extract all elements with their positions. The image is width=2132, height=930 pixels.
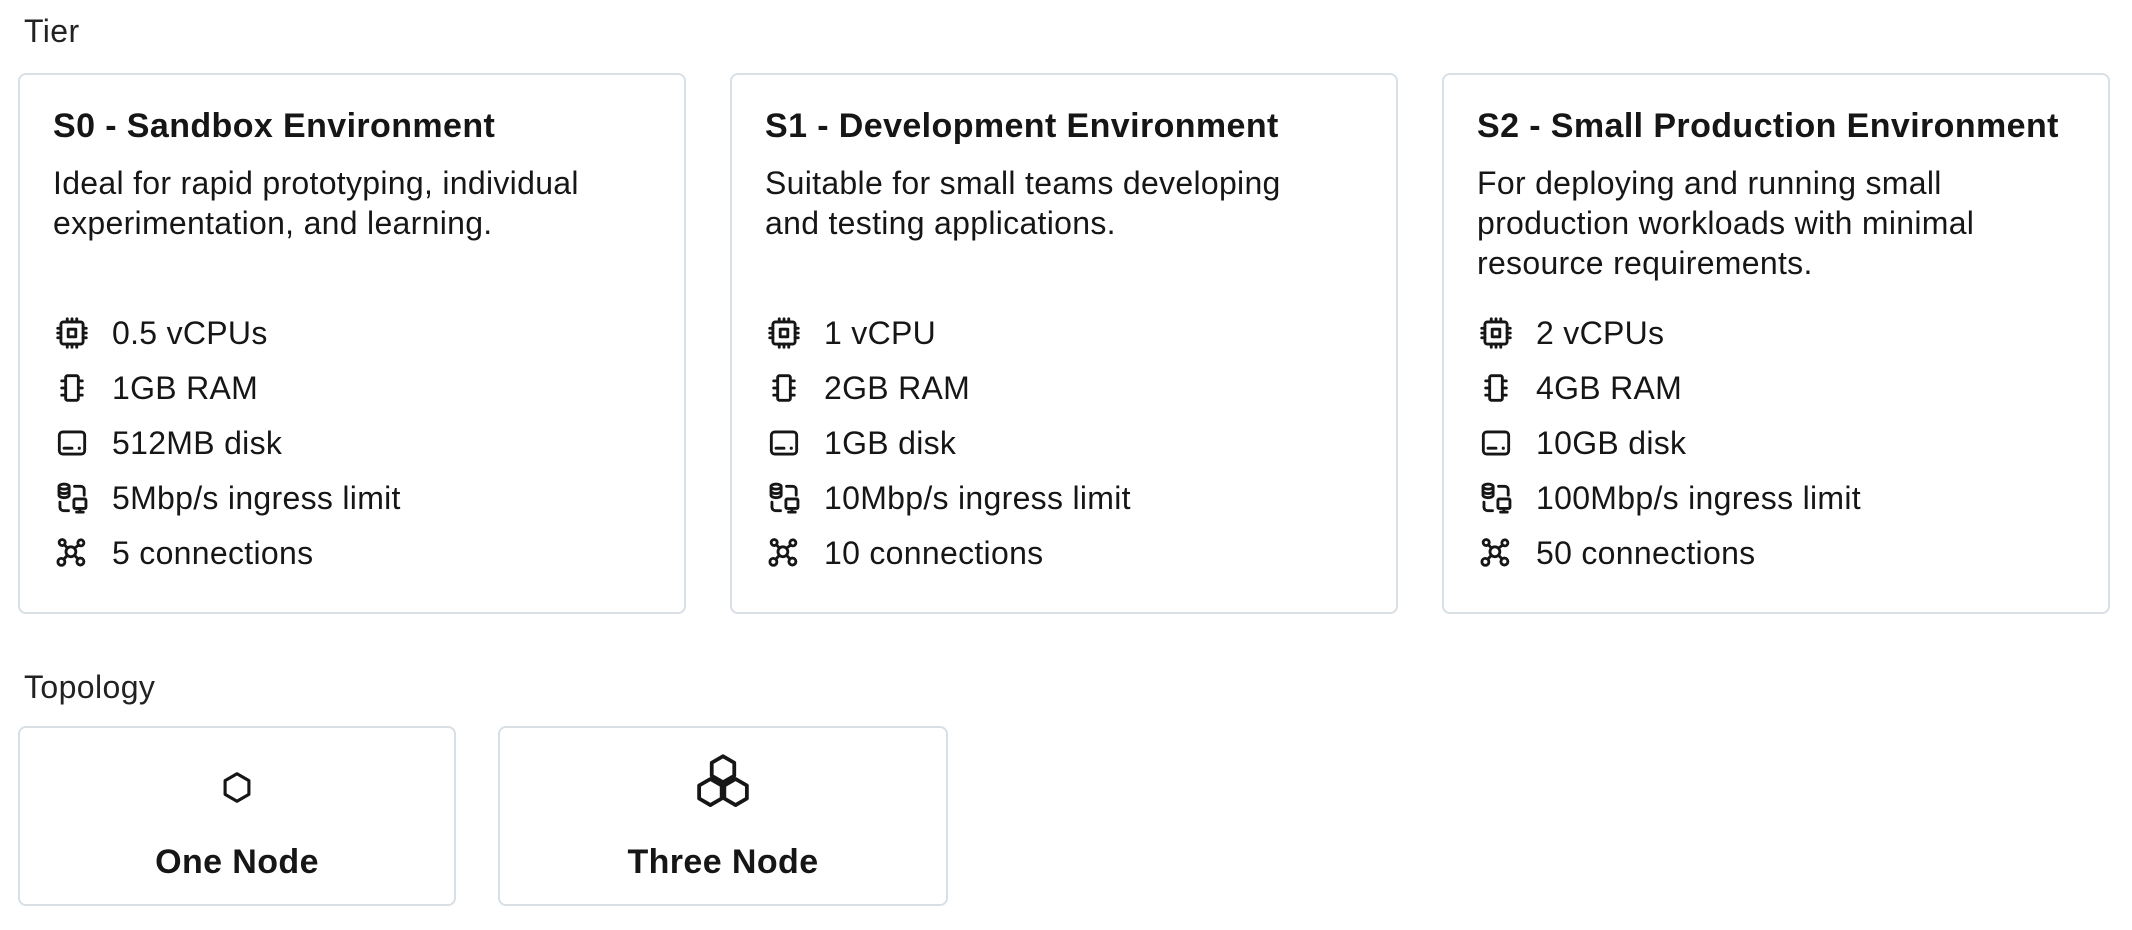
tier-spec-label: 5Mbp/s ingress limit: [112, 479, 401, 516]
tier-spec-label: 0.5 vCPUs: [112, 314, 268, 351]
one-node-icon: [220, 750, 254, 824]
ingress-icon: [53, 479, 91, 517]
tier-spec-label: 1GB disk: [824, 424, 957, 461]
tier-title: S1 - Development Environment: [765, 107, 1279, 145]
tier-spec-row: 100Mbp/s ingress limit: [1477, 479, 2076, 517]
tier-option-card[interactable]: S2 - Small Production Environment For de…: [1442, 73, 2110, 614]
tier-spec-row: 4GB RAM: [1477, 369, 2076, 407]
topology-option-label: Three Node: [627, 843, 819, 881]
tier-spec-row: 50 connections: [1477, 534, 2076, 572]
tier-spec-label: 2 vCPUs: [1536, 314, 1665, 351]
tier-title: S2 - Small Production Environment: [1477, 107, 2059, 145]
topology-option-card[interactable]: One Node: [18, 726, 456, 906]
tier-option-card[interactable]: S1 - Development Environment Suitable fo…: [730, 73, 1398, 614]
ingress-icon: [765, 479, 803, 517]
tier-spec-row: 10GB disk: [1477, 424, 2076, 462]
connections-icon: [765, 534, 803, 572]
tier-spec-row: 10Mbp/s ingress limit: [765, 479, 1364, 517]
tier-spec-row: 10 connections: [765, 534, 1364, 572]
disk-icon: [765, 424, 803, 462]
tier-spec-label: 1 vCPU: [824, 314, 937, 351]
tier-spec-label: 512MB disk: [112, 424, 283, 461]
tier-spec-row: 2GB RAM: [765, 369, 1364, 407]
tier-spec-label: 50 connections: [1536, 534, 1756, 571]
connections-icon: [1477, 534, 1515, 572]
tier-spec-label: 2GB RAM: [824, 369, 971, 406]
tier-spec-label: 10GB disk: [1536, 424, 1687, 461]
ingress-icon: [1477, 479, 1515, 517]
tier-spec-list: 1 vCPU 2GB RAM 1GB disk 10Mbp/s ingress …: [765, 314, 1364, 572]
cpu-icon: [53, 314, 91, 352]
tier-spec-list: 0.5 vCPUs 1GB RAM 512MB disk 5Mbp/s ingr…: [53, 314, 652, 572]
cpu-icon: [765, 314, 803, 352]
cpu-icon: [1477, 314, 1515, 352]
tier-spec-list: 2 vCPUs 4GB RAM 10GB disk 100Mbp/s ingre…: [1477, 314, 2076, 572]
tier-spec-label: 4GB RAM: [1536, 369, 1683, 406]
ram-icon: [765, 369, 803, 407]
tier-spec-row: 2 vCPUs: [1477, 314, 2076, 352]
tier-title: S0 - Sandbox Environment: [53, 107, 496, 145]
tier-option-card[interactable]: S0 - Sandbox Environment Ideal for rapid…: [18, 73, 686, 614]
tier-description: Suitable for small teams developing and …: [765, 165, 1281, 241]
topology-option-card[interactable]: Three Node: [498, 726, 948, 906]
topology-section: Topology One Node Three Node: [18, 666, 2132, 906]
topology-section-label: Topology: [24, 669, 156, 705]
disk-icon: [1477, 424, 1515, 462]
tier-spec-row: 1GB RAM: [53, 369, 652, 407]
tier-spec-label: 5 connections: [112, 534, 314, 571]
tier-description: For deploying and running small producti…: [1477, 165, 1975, 281]
topology-options: One Node Three Node: [18, 726, 2132, 906]
connections-icon: [53, 534, 91, 572]
tier-options: S0 - Sandbox Environment Ideal for rapid…: [18, 73, 2132, 614]
tier-spec-label: 1GB RAM: [112, 369, 259, 406]
tier-spec-row: 5Mbp/s ingress limit: [53, 479, 652, 517]
tier-section-label: Tier: [24, 13, 80, 49]
disk-icon: [53, 424, 91, 462]
tier-description: Ideal for rapid prototyping, individual …: [53, 165, 579, 241]
tier-topology-picker: Tier S0 - Sandbox Environment Ideal for …: [18, 10, 2132, 906]
ram-icon: [53, 369, 91, 407]
tier-spec-row: 1 vCPU: [765, 314, 1364, 352]
tier-spec-row: 1GB disk: [765, 424, 1364, 462]
tier-spec-label: 10Mbp/s ingress limit: [824, 479, 1131, 516]
three-nodes-icon: [688, 750, 758, 824]
topology-option-label: One Node: [155, 843, 319, 881]
ram-icon: [1477, 369, 1515, 407]
tier-spec-row: 5 connections: [53, 534, 652, 572]
tier-spec-row: 512MB disk: [53, 424, 652, 462]
tier-spec-label: 100Mbp/s ingress limit: [1536, 479, 1861, 516]
tier-spec-label: 10 connections: [824, 534, 1044, 571]
tier-section: Tier S0 - Sandbox Environment Ideal for …: [18, 10, 2132, 614]
tier-spec-row: 0.5 vCPUs: [53, 314, 652, 352]
